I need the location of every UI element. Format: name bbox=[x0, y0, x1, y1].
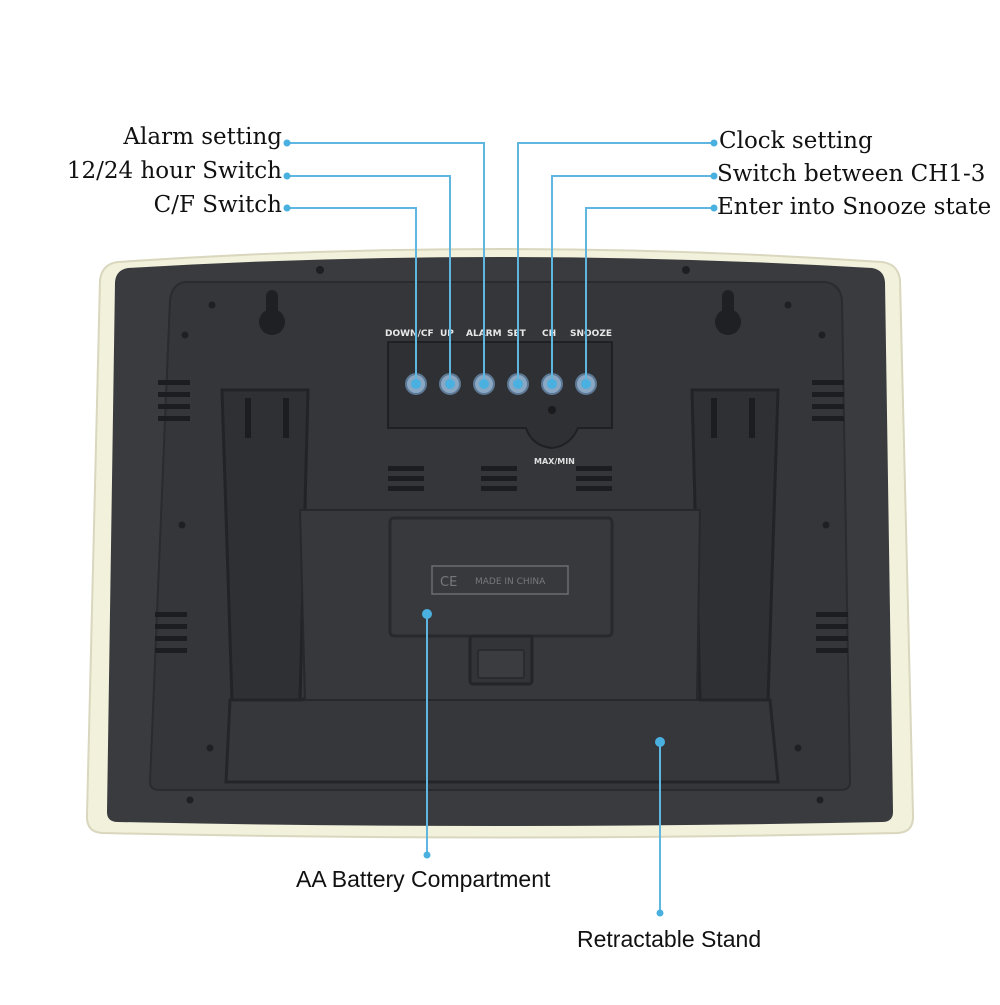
button-label: SNOOZE bbox=[570, 329, 612, 339]
callout-line-alarm bbox=[287, 142, 485, 384]
stand-leg-left bbox=[220, 388, 310, 702]
callout-line-12-24 bbox=[287, 175, 451, 384]
button-label: SET bbox=[507, 329, 527, 339]
screw-hole bbox=[316, 266, 324, 274]
button-label: DOWN/CF bbox=[385, 329, 434, 339]
cf-switch-label: C/F Switch bbox=[153, 192, 282, 218]
retractable-stand[interactable] bbox=[224, 696, 780, 784]
screw-hole bbox=[682, 266, 690, 274]
retractable-stand-label: Retractable Stand bbox=[577, 926, 762, 952]
switch-channel-label: Switch between CH1-3 bbox=[717, 161, 986, 187]
side-vents-right bbox=[812, 380, 848, 653]
battery-lid-text: MADE IN CHINA bbox=[475, 577, 546, 587]
button-panel bbox=[387, 341, 613, 450]
max-min-label: MAX/MIN bbox=[534, 457, 575, 466]
hour-switch-label: 12/24 hour Switch bbox=[66, 158, 282, 184]
battery-lid-marking bbox=[431, 565, 569, 595]
callout-lines bbox=[287, 142, 714, 913]
max-min-button[interactable] bbox=[548, 406, 556, 414]
callout-line-channel bbox=[551, 175, 714, 384]
clock-setting-label: Clock setting bbox=[719, 128, 873, 154]
button-label: UP bbox=[440, 329, 454, 339]
side-vents-left bbox=[155, 380, 190, 653]
snooze-label: Enter into Snooze state bbox=[717, 194, 992, 220]
callout-dots bbox=[283, 139, 718, 917]
alarm-setting-label: Alarm setting bbox=[123, 124, 282, 150]
callout-line-clock bbox=[517, 142, 714, 384]
button-label: CH bbox=[542, 329, 556, 339]
stand-leg-right bbox=[690, 388, 780, 702]
side-screws bbox=[178, 301, 830, 804]
battery-compartment-label: AA Battery Compartment bbox=[296, 866, 551, 892]
callout-line-snooze bbox=[585, 207, 714, 384]
center-vents bbox=[388, 466, 612, 491]
callout-line-cf bbox=[287, 207, 417, 384]
keyhole-hanger-left bbox=[259, 290, 285, 335]
ce-mark: CE bbox=[440, 575, 457, 590]
keyhole-hanger-right bbox=[715, 290, 741, 335]
